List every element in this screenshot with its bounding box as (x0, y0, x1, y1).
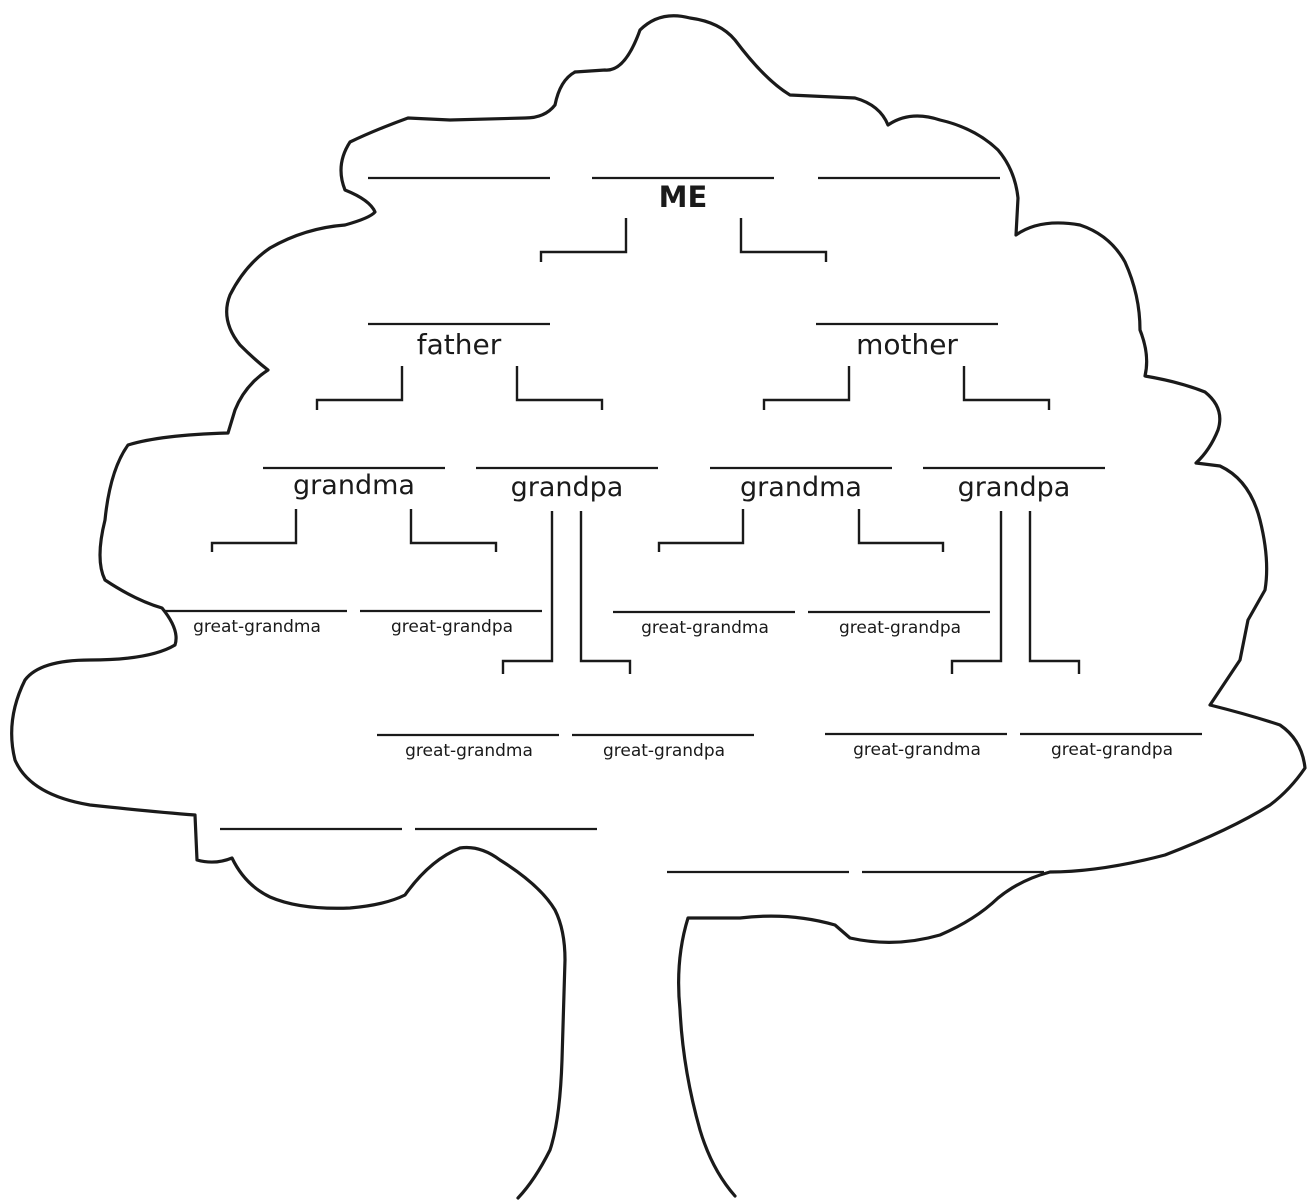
label-great-grandpa-3: great-grandpa (839, 618, 961, 638)
label-grandpa-maternal: grandpa (958, 472, 1071, 503)
label-grandma-maternal: grandma (740, 472, 862, 503)
label-grandma-paternal: grandma (293, 470, 415, 501)
connector-grandpa-maternal-left (950, 511, 1003, 674)
connector-grandma-paternal-left (210, 509, 298, 552)
connector-grandma-maternal-right (857, 509, 945, 552)
label-great-grandma-2: great-grandma (405, 741, 533, 761)
label-great-grandpa-4: great-grandpa (1051, 740, 1173, 760)
connector-me-to-father (539, 218, 628, 262)
label-great-grandma-4: great-grandma (853, 740, 981, 760)
connector-father-left (315, 366, 404, 410)
label-me: ME (659, 180, 708, 214)
label-great-grandma-3: great-grandma (641, 618, 769, 638)
label-great-grandpa-1: great-grandpa (391, 617, 513, 637)
connector-mother-left (762, 366, 851, 410)
label-grandpa-paternal: grandpa (511, 472, 624, 503)
label-mother: mother (856, 328, 958, 361)
tree-canopy-outline-left (10, 70, 577, 1200)
connector-grandpa-paternal-right (579, 511, 632, 674)
connector-mother-right (962, 366, 1051, 410)
label-father: father (417, 328, 502, 361)
connector-grandma-paternal-right (409, 509, 498, 552)
connector-father-right (515, 366, 604, 410)
label-great-grandma-1: great-grandma (193, 617, 321, 637)
label-great-grandpa-2: great-grandpa (603, 741, 725, 761)
connector-me-to-mother (739, 218, 828, 262)
connector-grandpa-maternal-right (1028, 511, 1081, 674)
connector-grandma-maternal-left (657, 509, 745, 552)
tree-canopy-outline (573, 14, 1307, 1198)
connector-grandpa-paternal-left (501, 511, 554, 674)
